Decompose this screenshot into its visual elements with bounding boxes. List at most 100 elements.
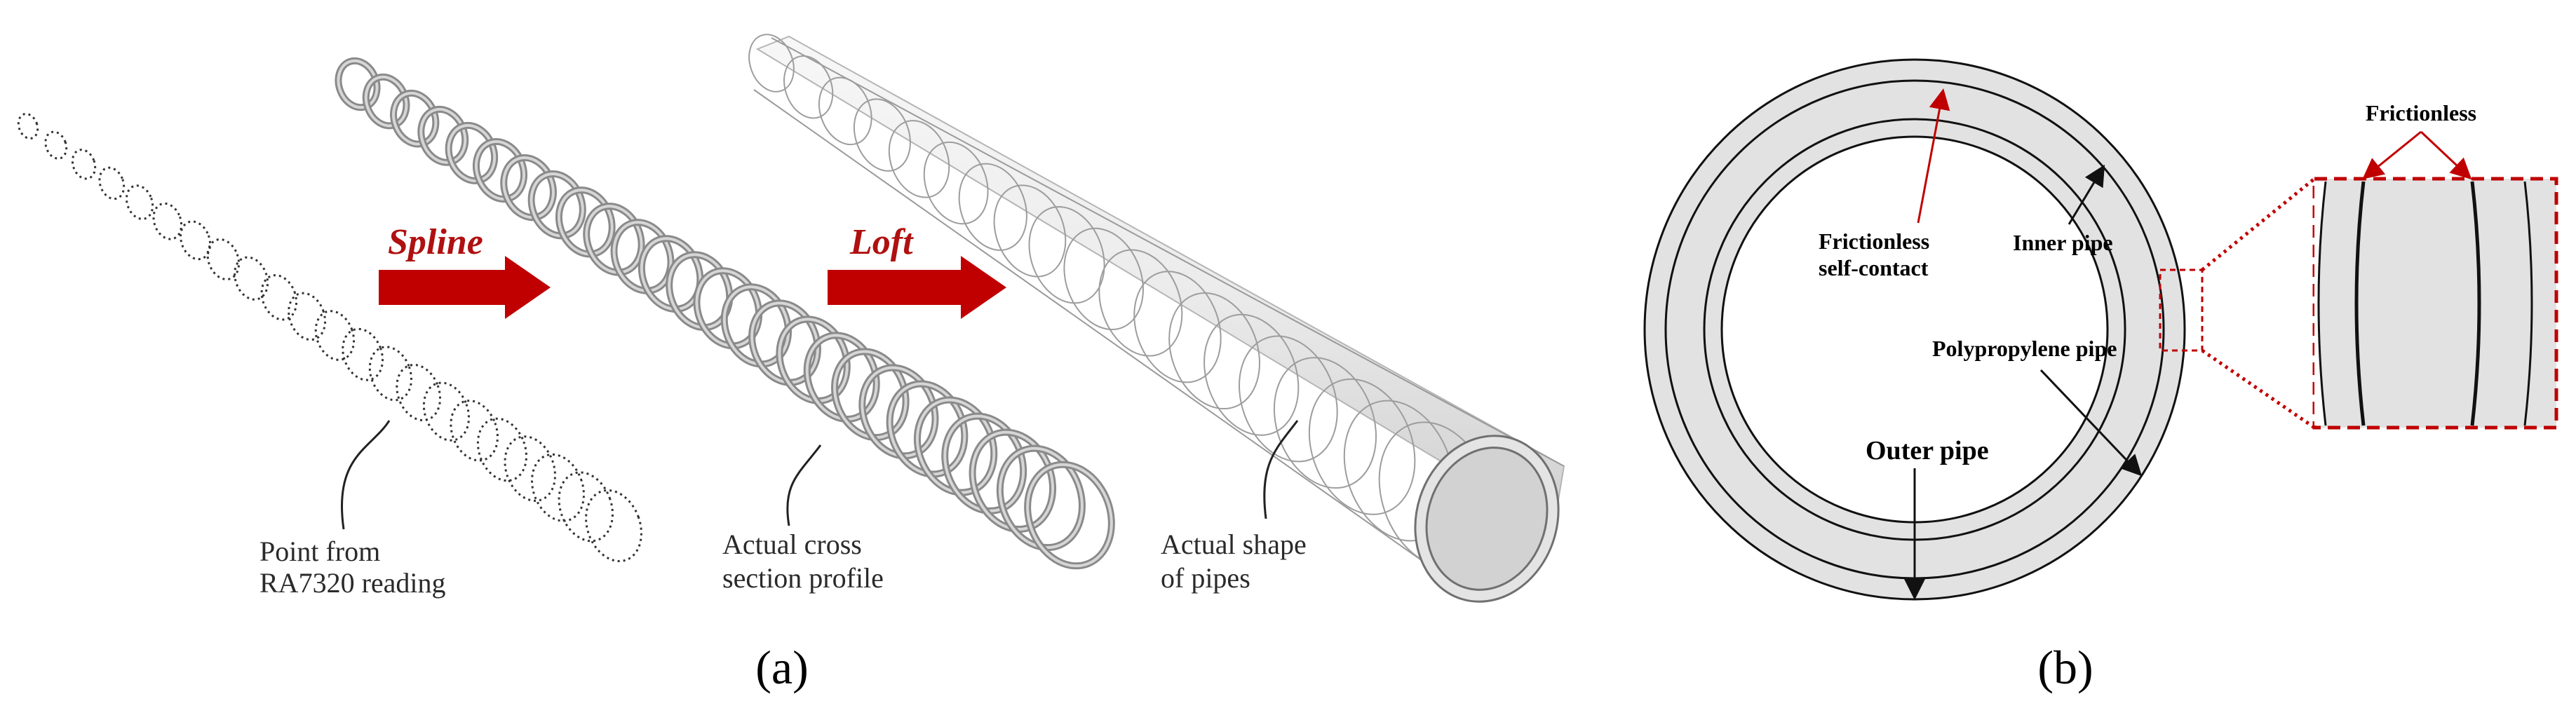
pipe-top-edge bbox=[771, 37, 1565, 467]
points-leader bbox=[340, 420, 391, 530]
zoom-inner-pipe-outer-wall bbox=[2354, 181, 2366, 426]
inner-pipe-arrow bbox=[2068, 164, 2105, 225]
spline-arrow-label: Spline bbox=[388, 222, 483, 262]
profile-label-line2: section profile bbox=[722, 562, 884, 594]
lofted-pipe bbox=[748, 34, 1565, 603]
tube-seam bbox=[993, 184, 1067, 278]
tube-seam bbox=[748, 34, 795, 93]
tube-seam bbox=[1168, 292, 1260, 410]
spline-ring-highlight bbox=[1026, 463, 1113, 568]
dotted-ring bbox=[396, 363, 441, 422]
spline-ring-highlight bbox=[722, 285, 790, 366]
dotted-ring bbox=[98, 166, 126, 200]
tube-seam bbox=[1308, 378, 1416, 515]
profile-leader bbox=[786, 444, 822, 526]
dotted-ring bbox=[422, 381, 470, 442]
tube-seam bbox=[783, 55, 834, 119]
spline-ring-highlight bbox=[750, 301, 819, 384]
tube-seam bbox=[923, 141, 989, 225]
tube-seam bbox=[1273, 357, 1377, 489]
contact-arrow bbox=[1917, 88, 1950, 224]
tube-seam bbox=[1239, 335, 1338, 463]
panel-a: Spline Loft Point from RA7320 reading Ac… bbox=[17, 34, 1565, 694]
dotted-ring bbox=[504, 435, 556, 502]
panel-b-label: (b) bbox=[2037, 641, 2093, 694]
points-label-line2: RA7320 reading bbox=[259, 567, 446, 599]
loft-arrow bbox=[828, 256, 1006, 319]
panel-a-label: (a) bbox=[755, 641, 808, 694]
zoom-detail-frame bbox=[2312, 177, 2558, 430]
dotted-ring bbox=[17, 113, 39, 139]
tube-seam bbox=[1133, 271, 1222, 383]
spline-ring bbox=[527, 170, 586, 240]
zoom-line-bottom bbox=[2201, 348, 2316, 430]
dotted-ring bbox=[288, 292, 327, 341]
zoom-line-top bbox=[2201, 177, 2316, 271]
spline-ring-highlight bbox=[695, 269, 761, 348]
zoom-detail-bore bbox=[2314, 182, 2326, 425]
tube-seam bbox=[853, 98, 911, 172]
spline-ring-highlight bbox=[778, 318, 849, 402]
polypropylene-label: Polypropylene pipe bbox=[1932, 336, 2117, 361]
spline-ring-highlight bbox=[861, 366, 937, 458]
dotted-ring bbox=[476, 417, 527, 482]
dotted-ring bbox=[152, 202, 183, 240]
spline-ring-highlight bbox=[833, 350, 908, 440]
dotted-ring bbox=[180, 220, 212, 261]
polypropylene-arrow bbox=[2039, 369, 2143, 477]
dotted-ring bbox=[206, 238, 241, 280]
dotted-ring bbox=[531, 453, 585, 522]
spline-ring-highlight bbox=[998, 447, 1084, 550]
dotted-ring bbox=[368, 346, 413, 402]
spline-ring-highlight bbox=[612, 221, 673, 292]
outer-pipe-label: Outer pipe bbox=[1866, 436, 1989, 465]
dotted-ring bbox=[450, 400, 499, 462]
zoom-outer-pipe-wall bbox=[2523, 181, 2533, 426]
tube-seam bbox=[1028, 206, 1105, 304]
panel-b: Frictionless self-contact Inner pipe Pol… bbox=[1643, 58, 2558, 694]
pipe-bottom-edge bbox=[753, 89, 1481, 602]
dotted-ring bbox=[342, 327, 384, 381]
dotted-ring bbox=[71, 149, 97, 180]
tube-seam bbox=[1203, 313, 1300, 436]
point-cloud-rings bbox=[17, 113, 642, 563]
tube-seam bbox=[958, 163, 1027, 251]
pipe-end-inner bbox=[1425, 447, 1549, 591]
spline-arrow bbox=[379, 256, 551, 319]
dotted-ring bbox=[44, 130, 68, 160]
spline-profile-rings bbox=[335, 57, 1115, 570]
zoom-label: Frictionless bbox=[2366, 100, 2476, 125]
points-label-line1: Point from bbox=[259, 536, 380, 567]
dotted-ring bbox=[234, 256, 269, 301]
contact-label-line2: self-contact bbox=[1819, 255, 1929, 280]
spline-ring-highlight bbox=[475, 139, 525, 201]
zoom-source-box bbox=[2159, 268, 2204, 352]
dotted-ring bbox=[558, 471, 614, 543]
shape-leader bbox=[1263, 420, 1299, 519]
spline-ring-highlight bbox=[502, 156, 555, 219]
dotted-ring bbox=[260, 274, 298, 321]
pipe-section-seams bbox=[748, 34, 1494, 568]
zoom-arrow-right bbox=[2420, 130, 2472, 180]
spline-ring-highlight bbox=[585, 205, 643, 274]
spline-ring bbox=[500, 154, 557, 222]
inner-pipe-label: Inner pipe bbox=[2013, 230, 2113, 255]
loft-arrow-label: Loft bbox=[849, 222, 914, 262]
spline-ring-highlight bbox=[805, 334, 878, 421]
spline-ring-highlight bbox=[530, 172, 584, 238]
zoom-inner-pipe-inner-wall bbox=[2317, 181, 2327, 426]
shape-label-line1: Actual shape bbox=[1161, 529, 1307, 560]
zoom-arrow-left bbox=[2362, 130, 2422, 179]
tube-seam bbox=[888, 120, 950, 198]
zoom-polypropylene-wall bbox=[2470, 181, 2481, 426]
dotted-ring bbox=[585, 489, 642, 563]
contact-label-line1: Frictionless bbox=[1819, 229, 1929, 254]
dotted-ring bbox=[125, 184, 154, 220]
tube-seam bbox=[1098, 249, 1183, 357]
shape-label-line2: of pipes bbox=[1161, 562, 1250, 594]
profile-label-line1: Actual cross bbox=[722, 529, 862, 560]
spline-ring-highlight bbox=[668, 253, 731, 329]
spline-ring-highlight bbox=[640, 237, 702, 311]
spline-ring-highlight bbox=[888, 382, 966, 476]
